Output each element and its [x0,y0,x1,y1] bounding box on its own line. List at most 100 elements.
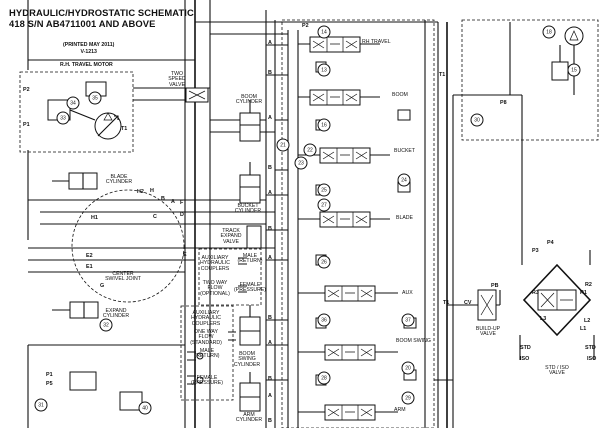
port-p3: P3 [532,248,539,254]
callout: 25 [317,183,331,197]
port-l3: L3 [540,316,547,322]
swivel-port-g: G [100,283,105,289]
port-p2-motor: P2 [23,87,30,93]
callout: 15 [567,63,581,77]
spool-arm-label: ARM [394,407,406,413]
port-cv: CV [464,300,472,306]
blade-cylinder-label: BLADE CYLINDER [105,174,133,186]
track-expand-valve-box [246,225,262,249]
build-up-valve-label: BUILD-UP VALVE [475,326,501,338]
bucket-cylinder-label: BUCKET CYLINDER [234,203,262,215]
female-pressure-2-label: FEMALE (PRESSURE) [191,375,223,387]
port-iso-2: ISO [587,356,597,362]
port-a-2: A [268,115,272,121]
port-b-2: B [268,165,272,171]
port-p5: P5 [46,381,53,387]
swivel-port-c: C [153,214,157,220]
rh-travel-motor-outline [19,71,134,153]
callout: 32 [99,318,113,332]
swivel-port-b: B [161,196,165,202]
port-a-5: A [268,340,272,346]
port-std-2: STD [585,345,596,351]
callout: 14 [317,25,331,39]
port-b-1: B [268,70,272,76]
port-std-1: STD [520,345,531,351]
track-expand-valve-label: TRACK EXPAND VALVE [220,228,242,245]
port-iso-1: ISO [520,356,530,362]
callout: 31 [34,398,48,412]
port-a-3: A [268,190,272,196]
port-r3: R3 [532,290,539,296]
spool-valve-group [309,36,376,421]
motor-icon [47,81,122,140]
port-p4: P4 [547,240,554,246]
swivel-port-e2: E2 [86,253,93,259]
callout: 18 [542,25,556,39]
rh-travel-motor-label: R.H. TRAVEL MOTOR [60,62,113,68]
swivel-port-e1: E1 [86,264,93,270]
spool-rh-travel-label: RH TRAVEL [362,39,391,45]
pump-icon [509,22,584,95]
center-swivel-outline [71,189,185,303]
male-return-label: MALE (RETURN) [237,253,263,265]
callout: 33 [56,111,70,125]
port-p8: P8 [500,100,507,106]
spool-blade-label: BLADE [396,215,414,221]
one-way-flow-outline [180,305,234,401]
port-t1: T1 [121,126,128,132]
callout: 29 [401,391,415,405]
callout: 21 [276,138,290,152]
callout: 35 [88,91,102,105]
two-way-flow-label: TWO WAY FLOW (OPTIONAL) [200,280,230,297]
two-way-flow-outline [198,248,262,306]
coupler-icon [187,257,247,385]
swivel-port-d: D [180,212,184,218]
boom-swing-cylinder-label: BOOM SWING CYLINDER [233,351,261,368]
port-l1: L1 [580,326,587,332]
callout: 22 [303,143,317,157]
callout: 20 [401,361,415,375]
female-pressure-label: FEMALE (PRESSURE) [234,282,266,294]
port-b-6: B [268,418,272,424]
std-iso-valve [519,250,595,360]
callout: 37 [401,313,415,327]
callout: 27 [317,198,331,212]
swivel-port-h1: H1 [91,215,98,221]
port-a-1: A [268,40,272,46]
swivel-port-h2: H2 [137,189,144,195]
callout: 28 [317,371,331,385]
swivel-port-a: A [171,199,175,205]
bottom-left-valve-box [69,371,97,391]
port-l2: L2 [584,318,591,324]
port-p1: P1 [23,122,30,128]
callout: 30 [470,113,484,127]
spool-boom-label: BOOM [392,92,408,98]
port-b-3: B [268,226,272,232]
spool-aux-label: AUX [402,290,413,296]
swivel-port-e: E [183,252,187,258]
swivel-port-f: F [180,200,184,206]
port-pb: PB [491,283,499,289]
boom-cylinder-label: BOOM CYLINDER [235,94,263,106]
spool-bucket-label: BUCKET [394,148,416,154]
printed-date: (PRINTED MAY 2011) [63,42,115,48]
center-swivel-joint-label: CENTER SWIVEL JOINT [105,271,141,283]
title-line-2: 418 S/N AB4711001 AND ABOVE [9,18,156,30]
callout: 34 [66,96,80,110]
two-speed-valve-label: TWO SPEED VALVE [168,71,186,88]
male-return-2-label: MALE (RETURN) [194,348,220,360]
callout: 13 [317,63,331,77]
port-r2: R2 [585,282,592,288]
port-p2: P2 [302,23,309,29]
printed-code: V-1213 [80,48,97,55]
aux-couplers-label: AUXILIARY HYDRAULIC COUPLERS [200,255,230,272]
callout: 16 [317,118,331,132]
spool-boom-swing-label: BOOM SWING [396,338,431,344]
std-iso-valve-label: STD / ISO VALVE [545,365,569,377]
port-t1-top: T1 [439,72,446,78]
callout: 40 [138,401,152,415]
swivel-port-h: H [150,188,154,194]
port-b-5: B [268,376,272,382]
